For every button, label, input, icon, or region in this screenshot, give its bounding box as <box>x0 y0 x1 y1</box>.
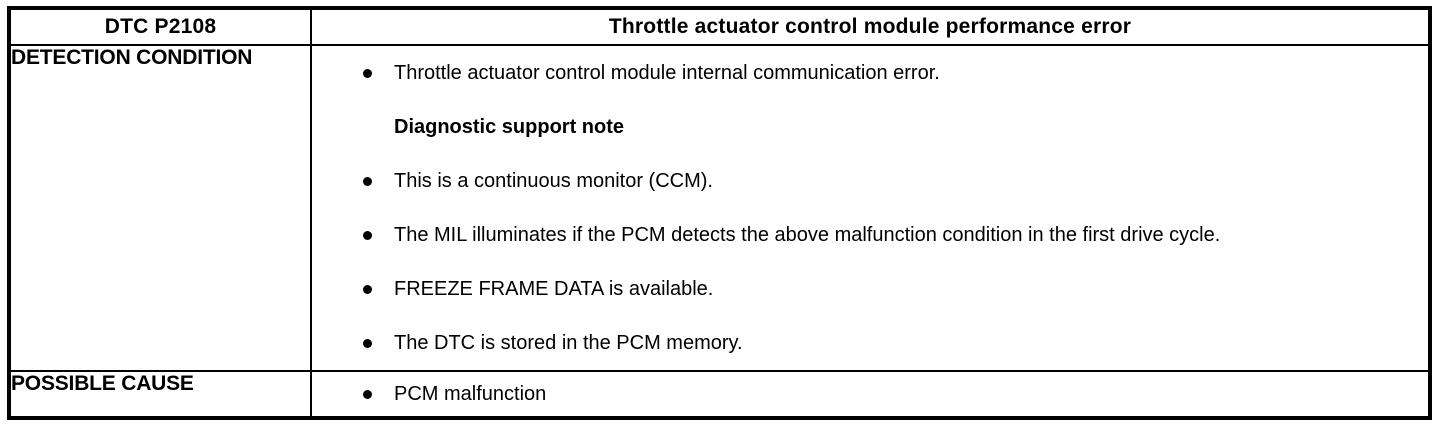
list-item-text: The MIL illuminates if the PCM detects t… <box>394 224 1221 246</box>
list-item: FREEZE FRAME DATA is available. <box>312 276 1428 302</box>
possible-cause-list: PCM malfunction <box>312 372 1428 416</box>
list-item: The DTC is stored in the PCM memory. <box>312 330 1428 356</box>
diagnostic-support-note-heading: Diagnostic support note <box>312 114 1428 140</box>
bullet-dot-icon <box>363 390 372 399</box>
row-label-detection-condition: DETECTION CONDITION <box>8 44 312 372</box>
bullet-dot-icon <box>363 285 372 294</box>
possible-cause-row: POSSIBLE CAUSE PCM malfunction <box>8 370 1431 419</box>
possible-cause-content: PCM malfunction <box>310 370 1431 419</box>
bullet-dot-icon <box>363 177 372 186</box>
detection-condition-row: DETECTION CONDITION Throttle actuator co… <box>8 44 1431 372</box>
list-item-text: PCM malfunction <box>394 383 547 405</box>
list-item-text: FREEZE FRAME DATA is available. <box>394 278 714 300</box>
list-item-text: Throttle actuator control module interna… <box>394 62 940 84</box>
list-item: Throttle actuator control module interna… <box>312 60 1428 86</box>
table-header-row: DTC P2108 Throttle actuator control modu… <box>8 7 1431 46</box>
list-item-text: This is a continuous monitor (CCM). <box>394 170 713 192</box>
row-label-possible-cause: POSSIBLE CAUSE <box>8 370 312 419</box>
dtc-diagnostic-table: DTC P2108 Throttle actuator control modu… <box>7 6 1432 420</box>
bullet-dot-icon <box>363 339 372 348</box>
dtc-code-header: DTC P2108 <box>8 7 312 46</box>
bullet-dot-icon <box>363 231 372 240</box>
note-text: Diagnostic support note <box>394 116 624 138</box>
list-item: PCM malfunction <box>312 381 1428 407</box>
bullet-dot-icon <box>363 69 372 78</box>
dtc-description-header: Throttle actuator control module perform… <box>310 7 1431 46</box>
list-item: This is a continuous monitor (CCM). <box>312 168 1428 194</box>
detection-condition-list: Throttle actuator control module interna… <box>312 46 1428 370</box>
list-item-text: The DTC is stored in the PCM memory. <box>394 332 743 354</box>
list-item: The MIL illuminates if the PCM detects t… <box>312 222 1428 248</box>
detection-condition-content: Throttle actuator control module interna… <box>310 44 1431 372</box>
